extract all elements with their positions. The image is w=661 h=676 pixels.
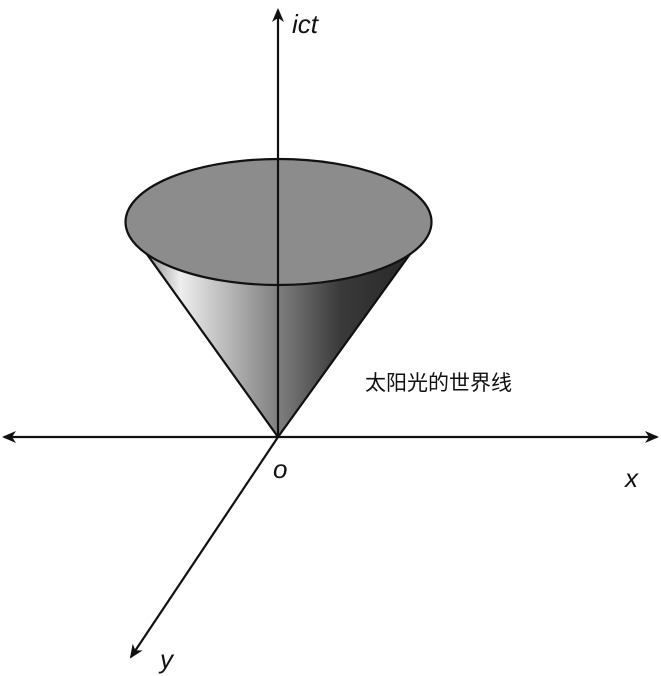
cone-worldline-label: 太阳光的世界线 bbox=[365, 371, 512, 395]
origin-label: o bbox=[273, 454, 287, 484]
x-axis-label: x bbox=[623, 463, 639, 493]
t-axis-label: ict bbox=[292, 9, 320, 39]
y-axis-label: y bbox=[158, 644, 175, 674]
y-axis bbox=[129, 436, 279, 659]
